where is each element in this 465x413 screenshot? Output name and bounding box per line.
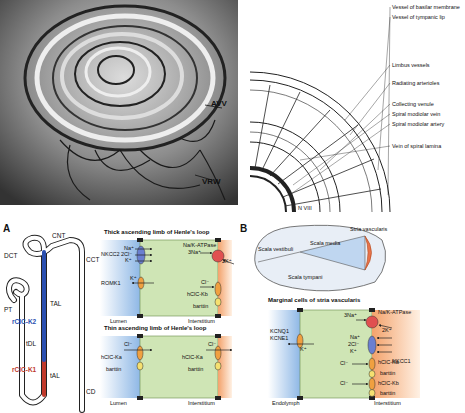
transport-label: K⁺ [130,275,137,281]
transport-label: Interstitium [188,400,215,406]
figure-label: Spiral modiolar artery [392,121,444,127]
transport-label: hClC-Ka [378,359,399,365]
transport-label: K⁺ [125,257,132,263]
figure-label: N VIII [298,205,312,211]
transport-label: barttin [380,390,395,396]
transport-label: barttin [380,370,395,376]
figure-label: Vessel of basilar membrane [392,4,460,10]
figure-label: CNT [52,232,65,239]
transport-label: 3Na⁺ [188,249,201,255]
figure-label: Limbus vessels [392,62,430,68]
transport-label: NKCC2 [101,251,120,257]
figure-label: Scala media [310,240,340,246]
transport-label: Interstitium [374,400,401,406]
figure-label: PT [4,306,12,313]
figure-label: Stria vascularis [350,226,387,232]
figure-label: VRW [202,178,221,187]
figure-label: tAL [50,372,60,379]
figure-label: Radiating arterioles [392,80,439,86]
figure-label: A [3,223,10,234]
transport-label: Cl⁻ [201,279,209,285]
transport-label: Cl⁻ [124,341,132,347]
cell-panel: Marginal cells of stria vascularisNa/K-A… [262,296,420,413]
transport-label: barttin [106,366,121,372]
transport-label: Lumen [110,318,127,324]
figure-label: tDL [26,340,36,347]
figure-label: CCT [86,256,99,263]
figure-label: B [240,223,247,234]
transport-label: Cl⁻ [340,360,348,366]
panel-title: Thin ascending limb of Henle's loop [104,325,206,332]
transport-label: hClC-Kb [378,380,399,386]
transport-label: KCNQ1 [270,328,289,334]
transport-label: Cl⁻ [340,380,348,386]
transport-label: hClC-Ka [182,354,203,360]
transport-label: 2Cl⁻ [121,251,132,257]
transport-label: Endolymph [272,400,300,406]
figure-label: rClC-K2 [12,318,36,325]
transport-label: K⁺ [350,348,357,354]
transport-label: 2K⁺ [382,327,392,333]
figure-label: rClC-K1 [12,366,36,373]
transport-label: hClC-Kb [187,291,208,297]
transport-label: Na⁺ [124,245,134,251]
cell-panel: Thin ascending limb of Henle's loopCl⁻ hC… [100,324,232,413]
panel-title: Thick ascending limb of Henle's loop [104,229,209,236]
figure-label: Vein of spiral lamina [392,143,441,149]
transport-label: K⁺ [300,346,307,352]
figure-label: DCT [4,252,17,259]
figure-label: AVV [211,100,227,109]
figure-label: Spiral modiolar vein [392,111,440,117]
transport-label: barttin [188,366,203,372]
figure-label: Vessel of tympanic lip [392,14,445,20]
transport-label: 2K⁺ [222,258,232,264]
transport-label: Na/K-ATPase [183,242,216,248]
figure-label: Collecting venule [392,101,434,107]
figure-label: Scala tympani [288,274,323,280]
transport-label: ROMK1 [101,280,121,286]
transport-label: Na⁺ [350,334,360,340]
transport-label: barttin [193,303,208,309]
transport-label: Interstitium [188,318,215,324]
transport-label: 2Cl⁻ [348,341,359,347]
figure-label: CD [86,388,95,395]
transport-label: Lumen [110,400,127,406]
transport-label: Na/K-ATPase [378,309,411,315]
figure-label: TAL [50,300,61,307]
transport-label: 3Na⁺ [344,312,357,318]
cell-panel: Thick ascending limb of Henle's loopNKCC… [100,228,232,328]
transport-label: hClC-Ka [101,354,122,360]
transport-label: KCNE1 [270,335,288,341]
figure-label: Scala vestibuli [258,246,293,252]
transport-label: Cl⁻ [208,341,216,347]
panel-title: Marginal cells of stria vascularis [268,297,360,304]
